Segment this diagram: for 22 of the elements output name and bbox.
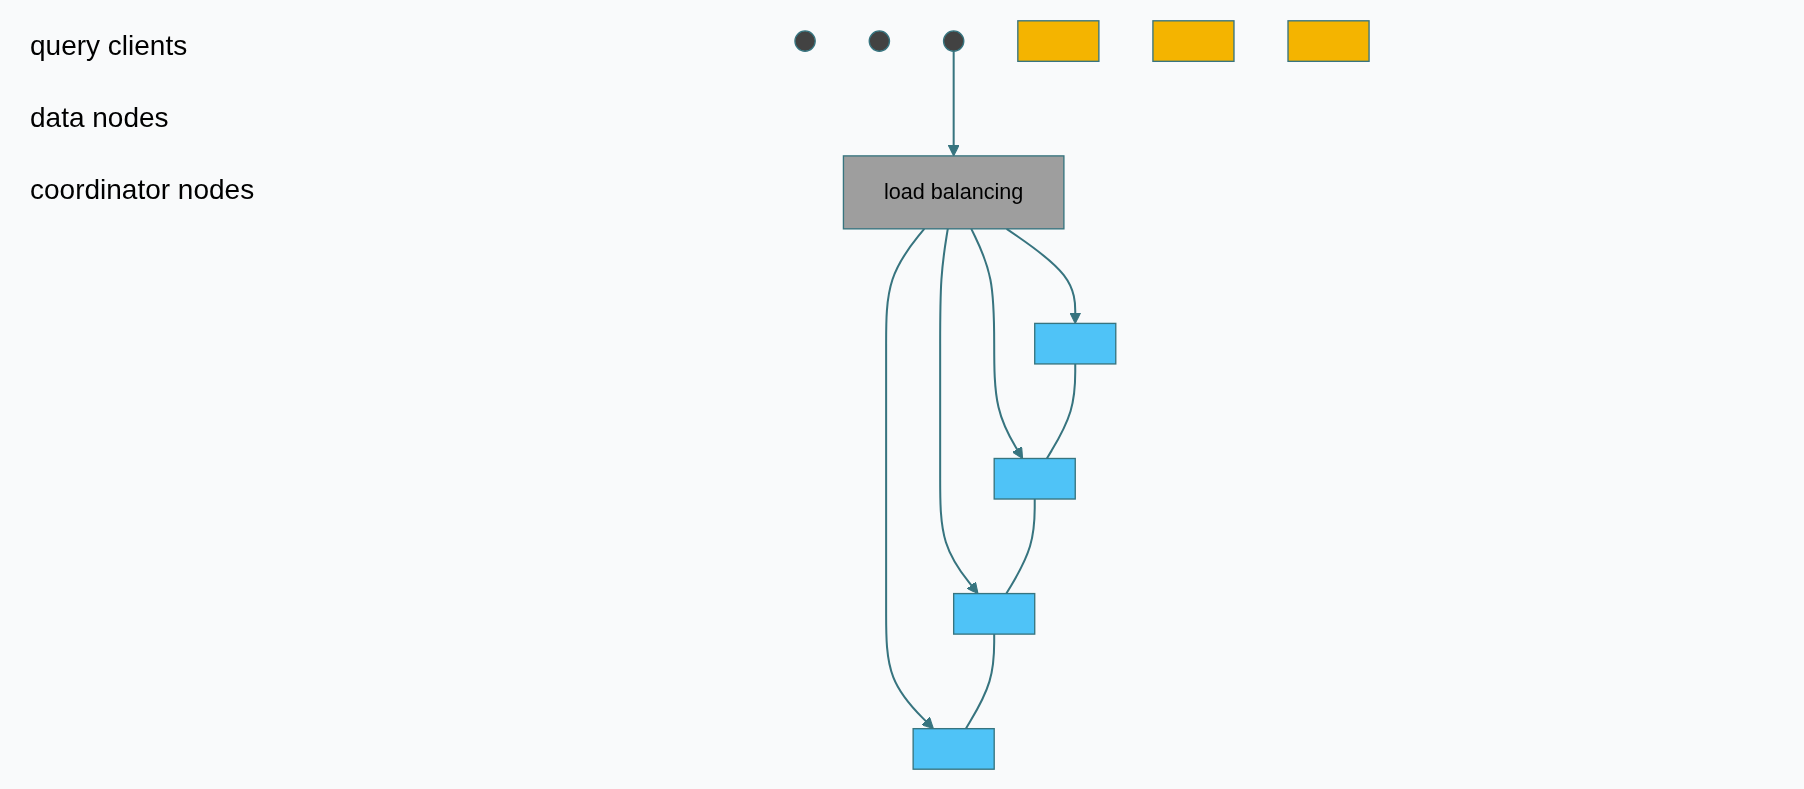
node-box — [1034, 322, 1117, 365]
node-box — [953, 592, 1036, 635]
node-circle — [868, 29, 891, 52]
arrow — [947, 50, 960, 156]
group-label: data nodes — [30, 102, 170, 134]
arrow — [970, 227, 1024, 459]
connector — [1046, 363, 1077, 459]
node-box: load balancing — [842, 154, 1065, 229]
node-box — [1152, 19, 1235, 62]
node-box — [993, 457, 1076, 500]
group-label: coordinator nodes — [30, 174, 256, 206]
connector — [964, 633, 996, 729]
node-box — [912, 727, 995, 770]
connector — [1005, 498, 1036, 594]
node-circle — [942, 29, 965, 52]
group-label: query clients — [30, 30, 189, 62]
node-box — [1287, 19, 1370, 62]
node-circle — [794, 29, 816, 52]
node-box — [1017, 19, 1100, 62]
arrow — [885, 227, 934, 729]
arrow — [939, 228, 979, 594]
arrow — [1006, 227, 1082, 324]
